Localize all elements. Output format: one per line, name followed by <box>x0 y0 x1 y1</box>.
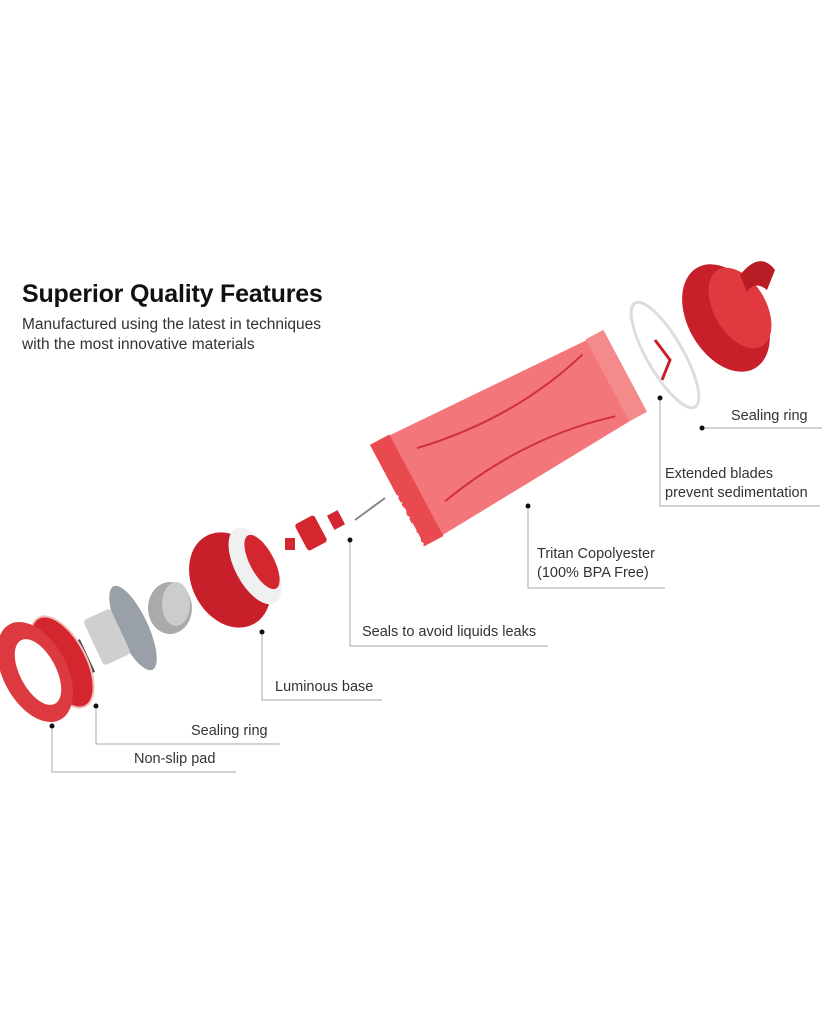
callout-dots <box>49 395 705 729</box>
page-title: Superior Quality Features <box>22 280 323 308</box>
bottle: VOLTRX <box>369 329 647 558</box>
battery <box>84 609 130 665</box>
callout-luminous-base: Luminous base <box>275 679 374 695</box>
lid <box>653 261 775 381</box>
callout-sealing-ring-bottom: Sealing ring <box>191 723 268 739</box>
callout-seals: Seals to avoid liquids leaks <box>362 624 537 640</box>
callout-lines <box>51 398 822 773</box>
callout-extended-blades-line2: prevent sedimentation <box>665 485 808 501</box>
callout-sealing-ring-top: Sealing ring <box>731 408 808 424</box>
callout-tritan-line1: Tritan Copolyester <box>537 546 655 562</box>
seals <box>285 510 346 551</box>
callout-tritan-line2: (100% BPA Free) <box>537 565 649 581</box>
led-board <box>109 585 157 671</box>
callout-extended-blades-line1: Extended blades <box>665 466 774 482</box>
sealing-ring-top <box>629 300 701 410</box>
non-slip-pad <box>0 622 73 722</box>
motor <box>148 582 192 634</box>
subtitle-line-2: with the most innovative materials <box>22 336 255 353</box>
callout-non-slip-pad: Non-slip pad <box>134 751 216 767</box>
luminous-base <box>189 527 282 628</box>
subtitle-line-1: Manufactured using the latest in techniq… <box>22 316 321 333</box>
